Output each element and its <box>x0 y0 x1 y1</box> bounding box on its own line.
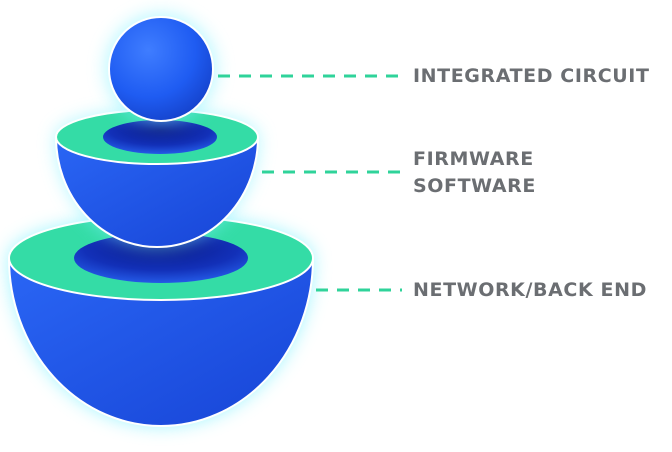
label-line: INTEGRATED CIRCUIT <box>413 65 650 87</box>
label-line: SOFTWARE <box>413 175 536 197</box>
small-bowl-body <box>54 136 260 248</box>
label-line: FIRMWARE <box>413 148 534 170</box>
label-firmware-software: FIRMWARE SOFTWARE <box>413 146 536 200</box>
label-integrated-circuit: INTEGRATED CIRCUIT <box>413 63 650 90</box>
label-network-back-end: NETWORK/BACK END <box>413 277 647 304</box>
leader-lines <box>218 74 402 292</box>
firmware-software-bowl <box>54 109 260 248</box>
large-bowl-body <box>7 257 315 427</box>
small-bowl-opening <box>103 120 217 154</box>
integrated-circuit-sphere <box>106 14 216 124</box>
network-back-end-bowl <box>7 215 315 427</box>
large-bowl-opening <box>74 233 248 283</box>
label-line: NETWORK/BACK END <box>413 279 647 301</box>
sphere-body <box>108 16 214 122</box>
